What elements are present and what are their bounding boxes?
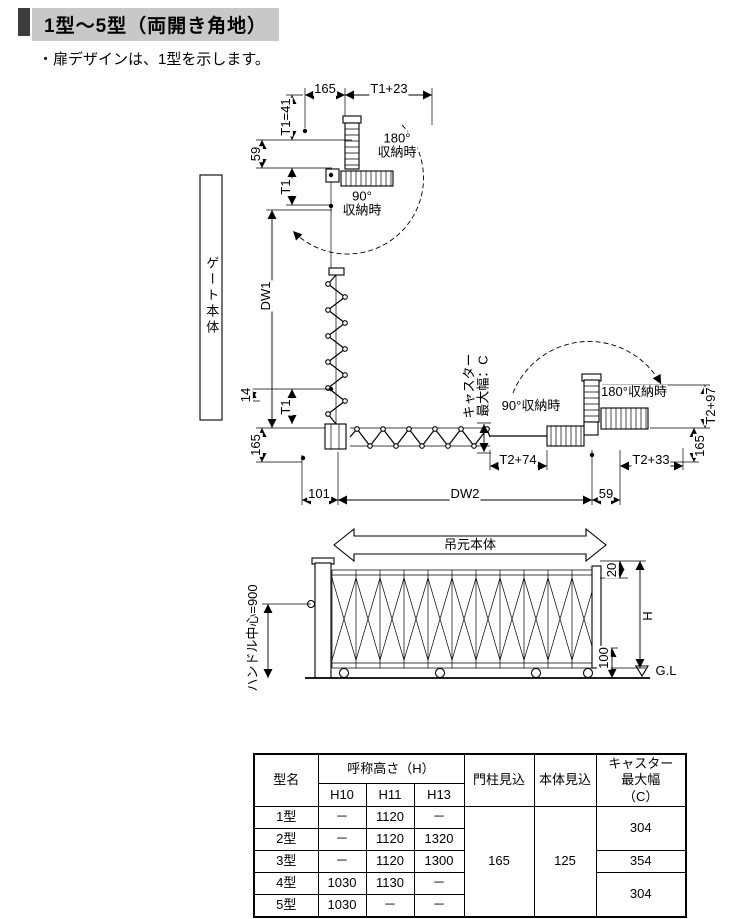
dim-100: 100: [595, 646, 612, 670]
col-header-height: 呼称高さ（H）: [317, 753, 465, 784]
spec-table: 型名 呼称高さ（H） 門柱見込 本体見込 キャスター 最大幅 （C） H10 H…: [253, 753, 687, 918]
swing-arc-top: [292, 124, 424, 255]
sub-header-h11: H11: [365, 783, 415, 807]
header-accent-bar: [18, 8, 30, 36]
elevation-dimension-lines: [262, 560, 646, 678]
cell-model: 3型: [253, 850, 319, 873]
col-header-pillar: 門柱見込: [463, 753, 535, 807]
label-90-storage-top: 90° 収納時: [341, 188, 383, 219]
dim-t1eq41: T1=41: [277, 97, 294, 137]
cell-h13: －: [413, 806, 465, 829]
dim-59-bottom: 59: [597, 485, 615, 502]
gate-body-label: ゲート本体: [204, 256, 220, 336]
table-row: 2型 － 1120 1320: [253, 828, 686, 851]
dim-t1-lower: T1: [277, 398, 294, 416]
cell-h11: 1120: [365, 828, 415, 851]
cell-h11: 1120: [365, 806, 415, 829]
dim-t2plus74: T2+74: [498, 451, 538, 468]
cell-model: 5型: [253, 894, 319, 918]
cell-h10: 1030: [317, 872, 367, 895]
dim-165-top: 165: [313, 80, 337, 97]
cell-caster-12: 304: [595, 806, 687, 851]
dim-t2plus33: T2+33: [631, 451, 671, 468]
plan-dimension-lines: [246, 88, 710, 505]
cell-model: 2型: [253, 828, 319, 851]
elevation-view: [262, 557, 650, 679]
page-title: 1型～5型（両開き角地）: [32, 8, 280, 41]
table-row: 5型 1030 － －: [253, 894, 686, 918]
col-header-model: 型名: [253, 753, 319, 807]
horizontal-accordion: [349, 426, 547, 449]
dim-h: H: [639, 610, 656, 622]
technical-drawing: [199, 88, 710, 679]
cell-h13: 1300: [413, 850, 465, 873]
col-header-body: 本体見込: [533, 753, 597, 807]
cell-h13: 1320: [413, 828, 465, 851]
caster-width-label: キャスター 最大幅：C: [461, 352, 492, 420]
top-gate-assembly: [325, 115, 394, 268]
cell-model: 4型: [253, 872, 319, 895]
label-180-storage-top: 180° 収納時: [376, 130, 418, 161]
right-gate-assembly: [546, 373, 649, 447]
swing-arc-right: [512, 341, 662, 394]
table-row: 4型 1030 1130 － 304: [253, 872, 687, 918]
cell-h13: －: [413, 872, 465, 895]
label-180-storage-right: 180°収納時: [600, 383, 668, 400]
cell-model: 1型: [253, 806, 319, 829]
dim-t2plus97: T2+97: [702, 386, 719, 426]
cell-h10: 1030: [317, 894, 367, 918]
cell-caster-3: 354: [595, 850, 687, 873]
cell-h10: －: [317, 806, 367, 829]
handle-center-label: ハンドル中心=900: [244, 583, 261, 693]
corner-post: [324, 423, 347, 450]
dim-t1-upper: T1: [277, 178, 294, 196]
dim-59-top: 59: [247, 145, 264, 163]
label-90-storage-right: 90°収納時: [500, 397, 562, 414]
dim-dw1: DW1: [257, 280, 274, 312]
col-header-caster: キャスター 最大幅 （C）: [595, 753, 687, 807]
caster-wheel: [338, 667, 350, 679]
sub-header-h10: H10: [317, 783, 367, 807]
design-note: ・扉デザインは、1型を示します。: [38, 51, 270, 68]
hanging-body-label: 吊元本体: [443, 536, 497, 552]
table-row: 3型 － 1120 1300 354: [253, 850, 687, 873]
cell-pillar: 165: [463, 806, 535, 918]
cell-caster-45: 304: [595, 872, 687, 918]
dim-101: 101: [307, 485, 331, 502]
caster-wheel: [582, 667, 594, 679]
vertical-accordion: [325, 267, 348, 425]
caster-wheel: [530, 667, 542, 679]
gate-body-rect: [199, 174, 223, 421]
cell-h11: 1130: [365, 872, 415, 895]
cell-h11: －: [365, 894, 415, 918]
dim-14: 14: [237, 386, 254, 404]
dim-165-right: 165: [691, 434, 708, 458]
cell-h13: －: [413, 894, 465, 918]
dim-t1plus23: T1+23: [369, 80, 409, 97]
gl-label: G.L: [654, 662, 678, 679]
sub-header-h13: H13: [413, 783, 465, 807]
table-row: 1型 － 1120 － 165 125 304: [253, 806, 687, 918]
accordion-body: [331, 565, 602, 679]
dim-20: 20: [603, 561, 620, 579]
plan-view: [199, 88, 710, 563]
cell-body: 125: [533, 806, 597, 918]
hanging-body-banner: [333, 527, 607, 563]
ground-level-marker: [635, 665, 649, 678]
cell-h11: 1120: [365, 850, 415, 873]
caster-wheel: [434, 667, 446, 679]
dim-dw2: DW2: [449, 485, 481, 502]
cell-h10: －: [317, 828, 367, 851]
gate-post: [314, 562, 332, 679]
cell-h10: －: [317, 850, 367, 873]
dim-165-left: 165: [247, 433, 264, 457]
